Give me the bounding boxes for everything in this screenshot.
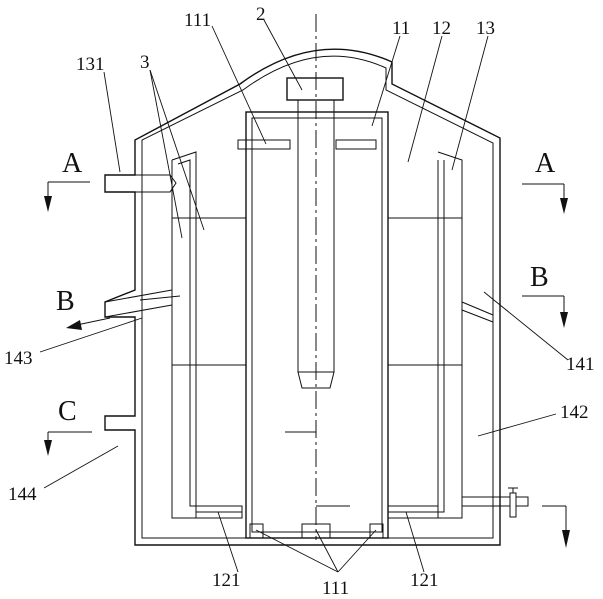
outlet-pipe-right: [462, 487, 529, 518]
section-marker-a-left: A: [44, 148, 90, 212]
label-2: 2: [256, 4, 266, 25]
section-marker-c-left: C: [44, 396, 92, 456]
label-142: 142: [560, 402, 589, 423]
label-141: 141: [566, 354, 595, 375]
section-marker-b-right: B: [522, 262, 568, 328]
section-label-c-left: C: [58, 396, 77, 427]
section-label-b-right: B: [530, 262, 549, 293]
leader-lines: [39, 19, 569, 573]
support-strips: [195, 505, 439, 519]
label-144: 144: [8, 484, 37, 505]
center-shaft: [286, 14, 344, 540]
pipe-141: [461, 301, 494, 323]
partition-lines: [172, 217, 462, 366]
pipe-143: [104, 289, 173, 318]
label-11: 11: [392, 18, 410, 39]
reference-labels: 2 111 11 12 13 131 3 141 142 143 144 121…: [4, 4, 595, 599]
pipe-131: [105, 174, 177, 193]
inner-wall-right: [388, 151, 463, 519]
section-label-a-right: A: [535, 148, 556, 179]
label-121-left: 121: [212, 570, 241, 591]
outer-shell: [104, 48, 501, 546]
label-12: 12: [432, 18, 451, 39]
label-131: 131: [76, 54, 105, 75]
central-tube: [237, 111, 389, 539]
section-marker-bottom-right: [542, 505, 570, 548]
label-111-bottom: 111: [322, 578, 349, 599]
label-111-top: 111: [184, 10, 211, 31]
section-marker-b-left: B: [56, 286, 111, 330]
section-label-b-left: B: [56, 286, 75, 317]
section-marker-a-right: A: [522, 148, 568, 214]
inner-wall-left: [171, 151, 242, 519]
label-13: 13: [476, 18, 495, 39]
label-121-right: 121: [410, 570, 439, 591]
label-3: 3: [140, 52, 150, 73]
section-label-a-left: A: [62, 148, 83, 179]
label-143: 143: [4, 348, 33, 369]
